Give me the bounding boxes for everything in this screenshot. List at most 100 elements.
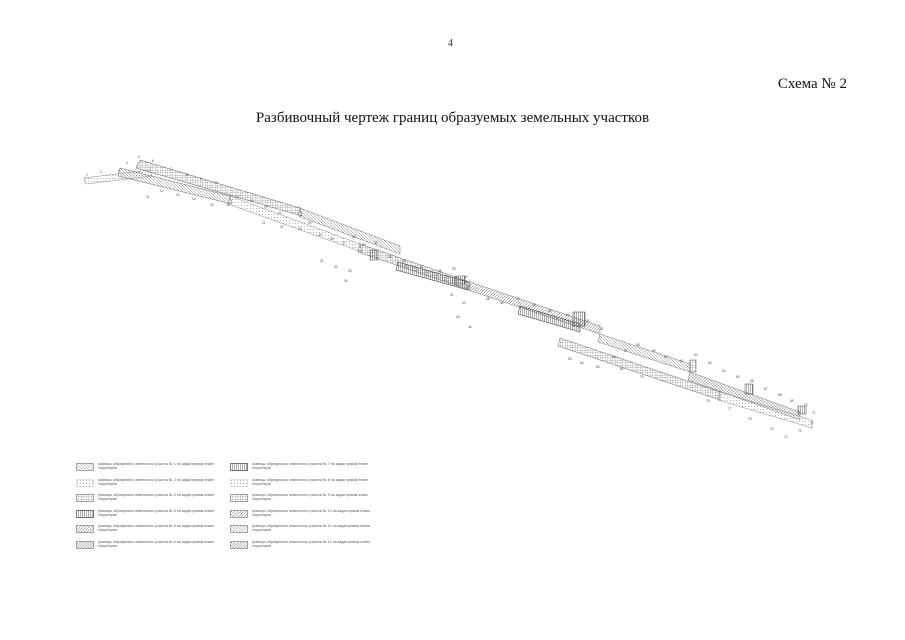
point-label: 27 [342, 241, 346, 245]
point-label: 42 [462, 301, 466, 305]
point-label: 8 [186, 173, 188, 177]
point-label: 3 [118, 169, 120, 173]
point-label: 22 [280, 225, 284, 229]
point-label: 57 [624, 349, 628, 353]
point-label: 43 [456, 315, 460, 319]
vertex-marks [149, 167, 801, 412]
point-label: 70 [804, 403, 808, 407]
legend-text: границы образуемого земельного участка №… [252, 493, 369, 502]
point-label: 14 [192, 197, 196, 201]
legend-item: границы образуемого земельного участка №… [230, 462, 380, 478]
point-label: 15 [210, 203, 214, 207]
point-label: 60 [664, 355, 668, 359]
point-label: 53 [568, 357, 572, 361]
point-label: 33 [348, 269, 352, 273]
point-label: 51 [586, 319, 590, 323]
legend-column-left: границы образуемого земельного участка №… [76, 462, 226, 555]
legend-text: границы образуемого земельного участка №… [98, 477, 215, 486]
legend-item: границы образуемого земельного участка №… [230, 478, 380, 494]
legend-item: границы образуемого земельного участка №… [76, 493, 226, 509]
point-label: 35 [388, 255, 392, 259]
legend-swatch [76, 525, 94, 533]
legend-item: границы образуемого земельного участка №… [76, 478, 226, 494]
point-label: 71 [812, 411, 816, 415]
point-label: 36 [402, 259, 406, 263]
point-label: 41 [450, 293, 454, 297]
corridor-main [83, 159, 813, 429]
point-label: 50 [566, 313, 570, 317]
point-label: 73 [798, 429, 802, 433]
point-label: 61 [680, 359, 684, 363]
legend-text: границы образуемого земельного участка №… [252, 462, 369, 471]
legend-item: границы образуемого земельного участка №… [76, 540, 226, 556]
legend-swatch [230, 525, 248, 533]
legend-item: границы образуемого земельного участка №… [76, 524, 226, 540]
legend-item: границы образуемого земельного участка №… [230, 493, 380, 509]
point-label: 65 [736, 375, 740, 379]
legend-swatch [230, 540, 248, 549]
legend-item: границы образуемого земельного участка №… [230, 524, 380, 540]
point-label: 44 [468, 325, 472, 329]
point-label: 1 [86, 173, 88, 177]
point-label: 6 [152, 159, 154, 163]
point-label: 74 [784, 435, 788, 439]
point-label: 29 [362, 243, 366, 247]
point-label: 23 [298, 227, 302, 231]
legend-text: границы образуемого земельного участка №… [98, 493, 215, 502]
point-label: 16 [226, 203, 230, 207]
point-label: 10 [214, 181, 218, 185]
drawing-title: Разбивочный чертеж границ образуемых зем… [255, 110, 650, 126]
point-label: 66 [750, 379, 754, 383]
point-label: 79 [640, 375, 644, 379]
point-label: 26 [330, 237, 334, 241]
point-label: 54 [580, 361, 584, 365]
legend-text: границы образуемого земельного участка №… [252, 539, 371, 548]
legend-swatch [76, 478, 94, 487]
point-label: 46 [500, 301, 504, 305]
parcel-18 [744, 383, 754, 395]
point-labels: 1 2 3 4 5 6 7 8 9 10 11 12 13 14 15 16 1… [86, 155, 816, 439]
point-label: 55 [596, 365, 600, 369]
point-label: 4 [126, 161, 128, 165]
point-label: 37 [420, 265, 424, 269]
point-label: 45 [486, 297, 490, 301]
parcel-9 [517, 305, 581, 333]
point-label: 78 [706, 399, 710, 403]
legend-text: границы образуемого земельного участка №… [98, 462, 215, 471]
point-label: 30 [374, 241, 378, 245]
point-label: 12 [160, 189, 164, 193]
parcel-16 [572, 311, 586, 327]
point-label: 25 [318, 233, 322, 237]
point-label: 21 [262, 221, 266, 225]
parcel-17 [689, 359, 697, 373]
point-label: 68 [778, 393, 782, 397]
point-label: 62 [694, 353, 698, 357]
point-label: 63 [708, 361, 712, 365]
point-label: 28 [352, 235, 356, 239]
point-label: 48 [532, 303, 536, 307]
legend-swatch [76, 463, 94, 471]
legend-text: границы образуемого земельного участка №… [252, 508, 371, 517]
point-label: 9 [200, 177, 202, 181]
legend-column-right: границы образуемого земельного участка №… [230, 462, 380, 555]
point-label: 49 [548, 309, 552, 313]
point-label: 2 [100, 170, 102, 174]
parcel-14 [369, 249, 379, 261]
legend-swatch [76, 540, 94, 549]
point-label: 75 [770, 427, 774, 431]
point-label: 5 [138, 155, 140, 159]
point-label: 52 [600, 327, 604, 331]
point-label: 19 [264, 205, 268, 209]
legend-swatch [230, 478, 248, 487]
legend-swatch [230, 463, 248, 471]
parcel-19 [797, 405, 807, 415]
point-label: 56 [612, 355, 616, 359]
point-label: 34 [344, 279, 348, 283]
legend-text: границы образуемого земельного участка №… [98, 539, 215, 548]
point-label: 59 [652, 349, 656, 353]
legend-swatch [76, 494, 94, 502]
point-label: 67 [764, 387, 768, 391]
point-label: 76 [748, 417, 752, 421]
point-label: 17 [236, 195, 240, 199]
